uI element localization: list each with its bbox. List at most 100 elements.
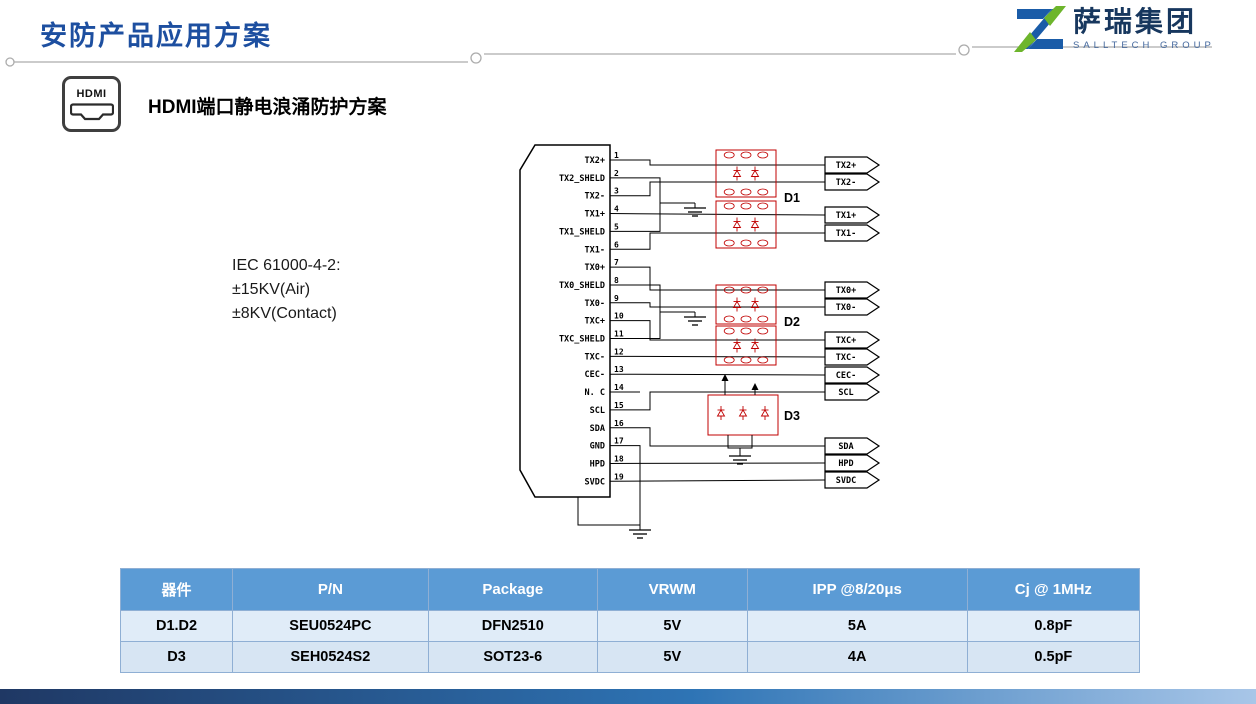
output-flag-label: TXC+ xyxy=(836,336,856,346)
tvs-pad-icon xyxy=(740,315,752,323)
pin-label: TX2- xyxy=(585,192,605,202)
section-title: HDMI端口静电浪涌防护方案 xyxy=(148,97,387,118)
company-logo: 萨瑞集团 SALLTECH GROUP xyxy=(1014,6,1215,52)
output-flag-label: TX0+ xyxy=(836,286,856,296)
diode-icon xyxy=(760,409,770,417)
output-flag-label: TX2- xyxy=(836,178,856,188)
output-flag xyxy=(824,224,881,242)
table-row: D3 SEH0524S2 SOT23-6 5V 4A 0.5pF xyxy=(119,641,1141,673)
hdmi-port-icon: HDMI xyxy=(62,76,121,132)
slide-footer-bar xyxy=(0,689,1256,704)
table-header-ipp: IPP @8/20μs xyxy=(746,568,968,611)
output-flag-label: HPD xyxy=(838,459,853,469)
output-flag xyxy=(824,366,881,384)
pin-number: 18 xyxy=(614,454,624,463)
pin-label: SDA xyxy=(590,424,605,434)
pin-label: CEC- xyxy=(585,370,605,380)
device-label: D1 xyxy=(784,191,800,205)
arrow-up-icon xyxy=(721,374,729,381)
tvs-array-icon xyxy=(707,394,779,436)
tvs-pad-icon xyxy=(757,188,769,196)
tvs-pad-icon xyxy=(740,286,752,294)
pin-number: 17 xyxy=(614,437,624,446)
pin-label: TXC- xyxy=(585,352,605,362)
signal-wire xyxy=(610,302,825,308)
company-name-cn: 萨瑞集团 xyxy=(1073,6,1198,37)
cell-vrwm: 5V xyxy=(596,641,748,673)
pin-number: 14 xyxy=(614,383,624,392)
cell-ipp: 4A xyxy=(746,641,968,673)
tvs-pad-icon xyxy=(723,202,735,210)
diode-icon xyxy=(732,341,742,349)
pin-label: TXC+ xyxy=(585,317,605,327)
output-flag-label: SVDC xyxy=(836,476,856,486)
output-flag xyxy=(824,173,881,191)
device-label: D2 xyxy=(784,315,800,329)
pin-label: TX1_SHELD xyxy=(559,227,605,237)
arrow-up-icon xyxy=(751,383,759,390)
tvs-pad-icon xyxy=(723,151,735,159)
pin-label: TX0_SHELD xyxy=(559,281,605,291)
signal-wire xyxy=(609,355,826,358)
page-title: 安防产品应用方案 xyxy=(40,21,272,51)
tvs-array-icon xyxy=(715,200,777,249)
shield-wire xyxy=(610,284,695,313)
pin-label: TX0- xyxy=(585,299,605,309)
tvs-pad-icon xyxy=(757,356,769,364)
output-flag xyxy=(824,471,881,489)
table-header-row: 器件 P/N Package VRWM IPP @8/20μs Cj @ 1MH… xyxy=(119,568,1141,611)
divider-ring-icon xyxy=(470,52,482,64)
tvs-pad-icon xyxy=(757,315,769,323)
gnd-wire xyxy=(577,497,640,526)
tvs-pad-icon xyxy=(740,188,752,196)
pin-number: 5 xyxy=(614,222,619,231)
hdmi-plug-icon xyxy=(69,102,114,120)
company-logo-icon xyxy=(1014,6,1066,52)
tvs-array-icon xyxy=(715,149,777,198)
tvs-pad-icon xyxy=(757,286,769,294)
table-row: D1.D2 SEU0524PC DFN2510 5V 5A 0.8pF xyxy=(119,610,1141,642)
tvs-pad-icon xyxy=(740,202,752,210)
output-flag xyxy=(824,206,881,224)
signal-wire xyxy=(610,266,825,291)
output-flag-label: TX0- xyxy=(836,303,856,313)
cell-ipp: 5A xyxy=(746,610,968,642)
pin-number: 16 xyxy=(614,419,624,428)
tvs-pad-icon xyxy=(723,315,735,323)
table-header-package: Package xyxy=(427,568,598,611)
pin-label: N. C xyxy=(585,388,605,398)
output-flag-label: TXC- xyxy=(836,353,856,363)
output-flag xyxy=(824,156,881,174)
diode-icon xyxy=(750,169,760,177)
device-label: D3 xyxy=(784,409,800,423)
divider-ring-icon xyxy=(5,57,15,67)
hdmi-connector-outline xyxy=(519,144,611,498)
pin-number: 8 xyxy=(614,276,619,285)
output-flag-label: SDA xyxy=(838,442,853,452)
tvs-array-icon xyxy=(715,325,777,366)
cell-device: D1.D2 xyxy=(119,610,234,642)
iec-spec-line: ±8KV(Contact) xyxy=(232,305,337,322)
output-flag xyxy=(824,348,881,366)
diode-icon xyxy=(716,409,726,417)
tvs-pad-icon xyxy=(723,286,735,294)
diode-icon xyxy=(732,169,742,177)
table-header-cj: Cj @ 1MHz xyxy=(966,568,1141,611)
output-flag xyxy=(824,437,881,455)
pin-label: HPD xyxy=(590,459,605,469)
output-flag xyxy=(824,454,881,472)
pin-label: TX1+ xyxy=(585,210,605,220)
output-flag xyxy=(824,281,881,299)
cell-cj: 0.8pF xyxy=(966,610,1141,642)
output-flag-label: TX1- xyxy=(836,229,856,239)
output-flag-label: TX2+ xyxy=(836,161,856,171)
pin-label: TX2_SHELD xyxy=(559,174,605,184)
signal-wire xyxy=(610,181,825,197)
pin-number: 11 xyxy=(614,330,624,339)
signal-wire xyxy=(609,213,826,216)
shield-wire xyxy=(610,177,695,204)
tvs-array-icon xyxy=(715,284,777,325)
tvs-pad-icon xyxy=(757,239,769,247)
pin-label: TX2+ xyxy=(585,156,605,166)
tvs-pad-icon xyxy=(757,151,769,159)
